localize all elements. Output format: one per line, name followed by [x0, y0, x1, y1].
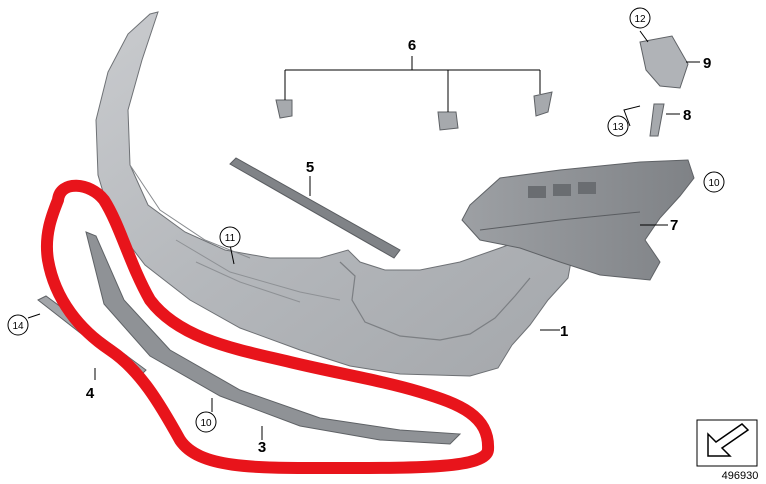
lower-spoiler	[85, 231, 462, 445]
document-number: 496930	[722, 470, 759, 482]
orientation-arrow-icon	[696, 419, 758, 467]
label-part-12: 12	[634, 14, 646, 25]
leader-lines	[27, 30, 700, 440]
highlight-outline	[41, 179, 495, 475]
label-part-8: 8	[683, 107, 691, 124]
label-part-1: 1	[560, 323, 568, 340]
callout-circle	[219, 226, 241, 248]
side-bracket	[639, 35, 689, 89]
callout-circle	[195, 411, 217, 433]
small-brackets	[275, 91, 553, 131]
label-part-9: 9	[703, 55, 711, 72]
label-part-10b: 10	[200, 418, 212, 429]
callout-circle	[703, 171, 725, 193]
callout-circle	[607, 115, 629, 137]
label-part-7: 7	[670, 217, 678, 234]
label-part-5: 5	[306, 159, 314, 176]
label-part-14: 14	[12, 321, 24, 332]
bumper-carrier	[461, 159, 695, 281]
label-part-10a: 10	[708, 178, 720, 189]
label-part-13: 13	[612, 122, 624, 133]
guide-pin	[649, 103, 665, 137]
label-part-4: 4	[86, 385, 95, 402]
label-part-6: 6	[408, 37, 416, 54]
label-part-11: 11	[225, 233, 236, 244]
callout-circle	[7, 314, 29, 336]
label-part-3: 3	[258, 439, 266, 456]
trim-strip	[229, 157, 401, 259]
callout-circle	[629, 7, 651, 29]
part-labels: 1 3 4 5 6 7 8 9 10 10 11 12 13 14	[7, 7, 725, 456]
